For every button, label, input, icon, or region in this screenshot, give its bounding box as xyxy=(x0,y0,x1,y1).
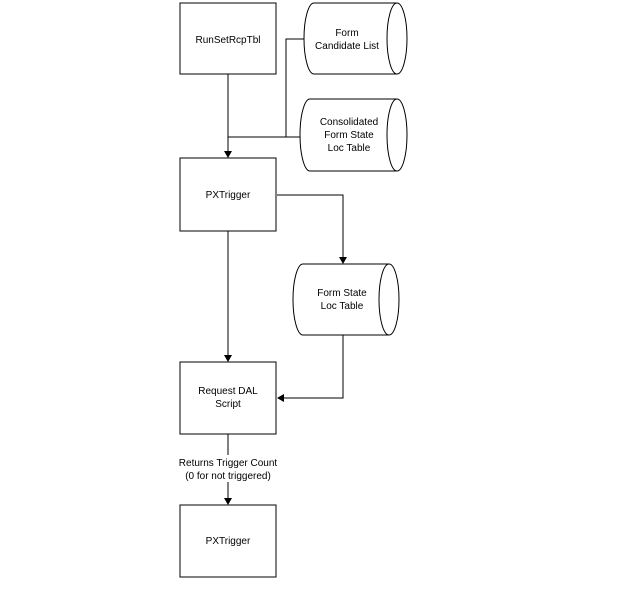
arrowhead-to-request-dal-top xyxy=(224,355,232,362)
edge-label-returns: Returns Trigger Count (0 for not trigger… xyxy=(179,458,278,482)
connectors xyxy=(227,38,344,498)
arrowhead-to-pxtrigger-bottom xyxy=(224,498,232,505)
node-form-candidate: Form Candidate List xyxy=(303,2,408,75)
node-consolidated-line-1: Consolidated xyxy=(320,117,378,128)
edge-pxtrigger-to-form-state xyxy=(277,194,344,257)
edge-form-state-to-request-dal xyxy=(284,335,344,399)
node-pxtrigger-bottom-label: PXTrigger xyxy=(206,536,251,547)
node-consolidated-line-3: Loc Table xyxy=(328,143,371,154)
node-form-state-line-2: Loc Table xyxy=(321,301,364,312)
node-form-candidate-line-2: Candidate List xyxy=(315,41,379,52)
node-form-state-curve xyxy=(378,263,390,336)
node-pxtrigger-top: PXTrigger xyxy=(179,157,277,232)
arrowhead-to-pxtrigger-top xyxy=(224,151,232,158)
node-form-state-shape xyxy=(292,263,400,336)
node-request-dal-box xyxy=(179,361,277,435)
node-form-candidate-line-1: Form xyxy=(335,28,358,39)
arrowhead-to-request-dal-side xyxy=(277,394,284,402)
node-consolidated: Consolidated Form State Loc Table xyxy=(299,98,408,172)
node-form-state: Form State Loc Table xyxy=(292,263,400,336)
edge-label-returns-line-1: Returns Trigger Count xyxy=(179,458,278,469)
node-pxtrigger-bottom: PXTrigger xyxy=(179,504,277,578)
node-runset-box xyxy=(179,2,277,75)
node-pxtrigger-top-label: PXTrigger xyxy=(206,190,251,201)
arrowheads xyxy=(224,151,347,505)
node-pxtrigger-top-box xyxy=(179,157,277,232)
node-request-dal-line-1: Request DAL xyxy=(198,386,258,397)
node-form-state-line-1: Form State xyxy=(317,288,367,299)
node-form-candidate-curve xyxy=(386,2,398,75)
edge-label-returns-line-2: (0 for not triggered) xyxy=(185,471,271,482)
node-request-dal: Request DAL Script xyxy=(179,361,277,435)
arrowhead-to-form-state xyxy=(339,257,347,264)
edge-form-candidate-to-flow xyxy=(228,38,308,138)
node-pxtrigger-bottom-box xyxy=(179,504,277,578)
node-consolidated-line-2: Form State xyxy=(324,130,374,141)
node-runset: RunSetRcpTbl xyxy=(179,2,277,75)
node-consolidated-curve xyxy=(386,98,398,172)
node-runset-label: RunSetRcpTbl xyxy=(195,35,260,46)
node-request-dal-line-2: Script xyxy=(215,399,241,410)
